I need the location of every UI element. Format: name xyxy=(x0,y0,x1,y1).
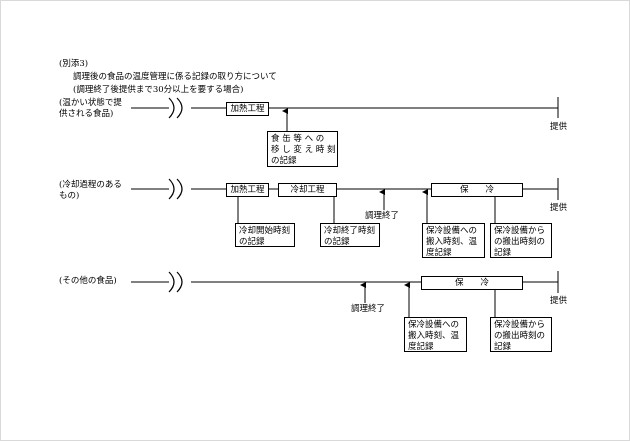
row-3-marker-label: 調理終了 xyxy=(351,304,386,314)
document-subtitle: (調理終了後提供まで30分以上を要する場合) xyxy=(73,85,244,95)
row-1-stage-1: 加熱工程 xyxy=(226,102,269,116)
row-2-stage-3: 保 冷 xyxy=(431,183,523,197)
row-1-record-1: 食 缶 等 へ の 移 し 変 え 時 刻 の記録 xyxy=(267,131,338,167)
row-2-record-2: 冷却終了時刻 の記録 xyxy=(320,223,380,247)
row-2-marker-label: 調理終了 xyxy=(365,211,400,221)
row-2-stage-2: 冷却工程 xyxy=(278,183,337,197)
row-3-end-label: 提供 xyxy=(550,296,568,306)
row-2-end-label: 提供 xyxy=(550,203,568,213)
document-title: 調理後の食品の温度管理に係る記録の取り方について xyxy=(73,72,277,82)
annex-label: (別添3) xyxy=(59,59,89,69)
row-2-stage-1: 加熱工程 xyxy=(226,183,269,197)
row-2-record-4: 保冷設備から の搬出時刻の 記録 xyxy=(490,223,552,258)
row-1-timeline xyxy=(131,97,559,119)
row-2-record-1: 冷却開始時刻 の記録 xyxy=(235,223,295,247)
row-3-stage-1: 保 冷 xyxy=(421,276,523,290)
row-1-label: (温かい状態で提 供される食品) xyxy=(59,98,122,119)
row-3-record-2: 保冷設備から の搬出時刻の 記録 xyxy=(490,317,552,352)
row-3-label: (その他の食品) xyxy=(59,276,117,286)
row-3-record-1: 保冷設備への 搬入時刻、温 度記録 xyxy=(404,317,467,352)
row-2-label: (冷却過程のある もの) xyxy=(59,180,122,201)
row-2-record-3: 保冷設備への 搬入時刻、温 度記録 xyxy=(422,223,485,258)
row-1-end-label: 提供 xyxy=(550,122,568,132)
